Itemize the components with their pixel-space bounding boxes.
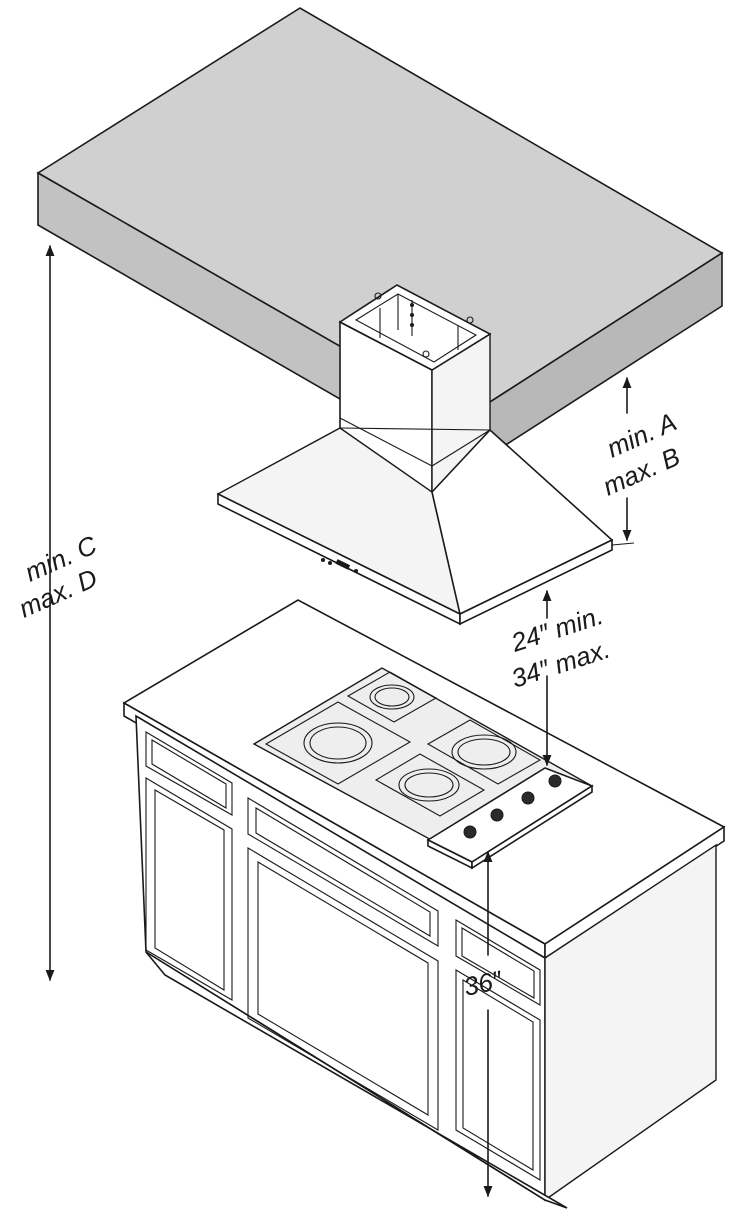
ceiling-soffit xyxy=(36,7,724,473)
hood-control-panel xyxy=(321,558,358,573)
cooktop-burners xyxy=(264,671,542,817)
dimension-arrows xyxy=(45,244,635,1198)
cooktop-knobs xyxy=(463,774,562,839)
cooktop xyxy=(252,667,594,870)
range-hood-canopy xyxy=(216,427,614,626)
